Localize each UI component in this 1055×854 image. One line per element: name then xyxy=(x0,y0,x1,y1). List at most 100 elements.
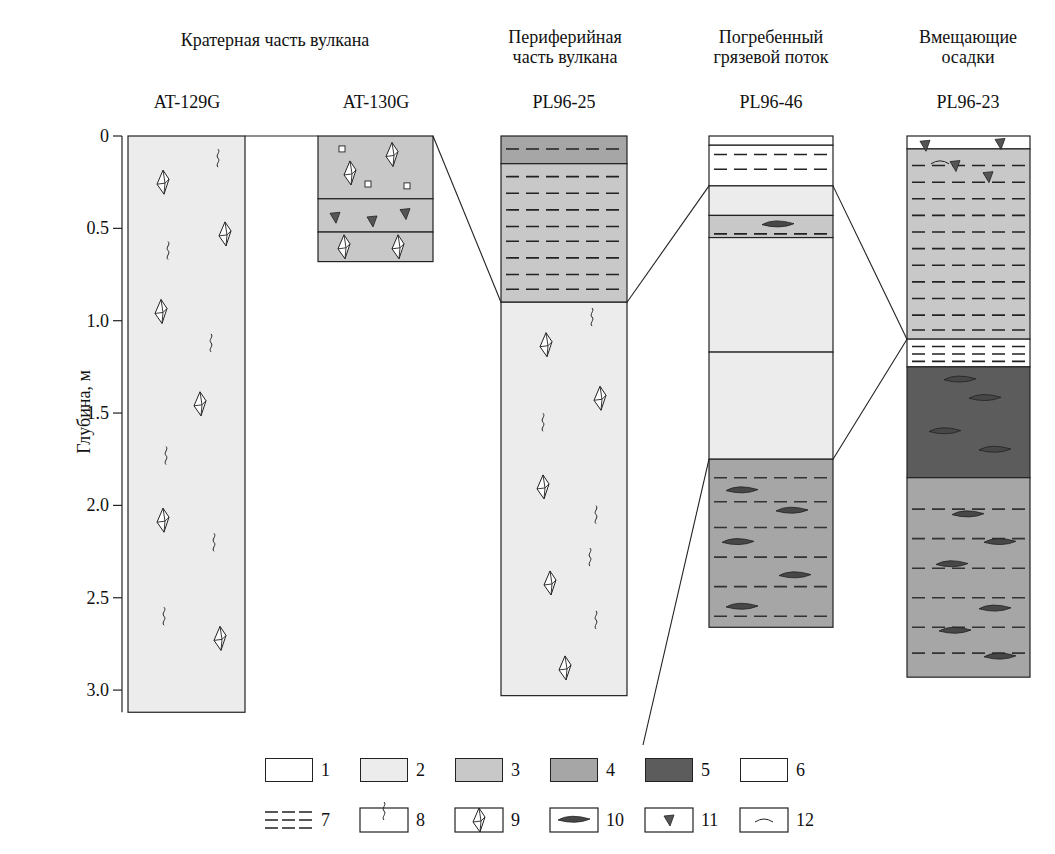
core-id: AT-130G xyxy=(343,92,409,112)
crystal-symbol xyxy=(398,235,400,259)
legend-number: 3 xyxy=(511,760,520,780)
square-symbol xyxy=(339,146,345,152)
crystal-symbol xyxy=(344,161,356,185)
fragment-symbol xyxy=(330,212,340,223)
crystal-symbol xyxy=(214,626,226,650)
legend-symbol xyxy=(740,808,788,832)
dash-line xyxy=(506,176,622,178)
legend-symbol xyxy=(265,811,313,813)
crystal-symbol xyxy=(479,808,481,832)
lens-symbol xyxy=(984,539,1016,545)
legend-number: 5 xyxy=(701,760,710,780)
lens-symbol xyxy=(558,816,590,822)
fragment-symbol xyxy=(950,161,960,172)
crystal-symbol xyxy=(392,244,404,249)
crystal-symbol xyxy=(155,299,167,323)
crystal-symbol xyxy=(344,170,356,175)
dash-line xyxy=(912,248,1025,250)
column-heading: Периферийная часть вулкана xyxy=(490,27,640,67)
crystal-symbol xyxy=(594,395,606,400)
layer-band xyxy=(709,352,833,459)
dash-line xyxy=(506,289,622,291)
square-symbol xyxy=(404,183,410,189)
layer-band xyxy=(318,199,433,232)
axis-tick xyxy=(113,505,122,506)
legend-swatch xyxy=(360,758,408,782)
lens-symbol xyxy=(952,511,984,517)
layer-band xyxy=(907,478,1030,677)
dash-line xyxy=(714,477,828,479)
legend-number: 7 xyxy=(321,810,330,830)
legend-swatch xyxy=(455,758,503,782)
layer-band xyxy=(318,136,433,199)
legend-number: 9 xyxy=(511,810,520,830)
dash-line xyxy=(912,353,1025,355)
dash-line xyxy=(506,240,622,242)
arc-symbol xyxy=(755,819,773,822)
legend-number: 6 xyxy=(796,760,805,780)
dash-line xyxy=(714,527,828,529)
layer-band xyxy=(709,238,833,353)
lens-symbol xyxy=(722,539,754,545)
dash-line xyxy=(912,314,1025,316)
dash-line xyxy=(506,192,622,194)
lens-symbol xyxy=(979,446,1011,452)
axis-tick xyxy=(113,597,122,598)
crystal-symbol xyxy=(544,580,556,585)
tick-label: 2.0 xyxy=(87,495,110,515)
lens-symbol xyxy=(776,507,808,513)
layer-band xyxy=(907,149,1030,339)
dash-line xyxy=(714,615,828,617)
layer-band xyxy=(501,136,627,164)
crystal-symbol xyxy=(594,386,606,410)
square-symbol xyxy=(365,181,371,187)
lens-symbol xyxy=(939,627,971,633)
dash-line xyxy=(912,264,1025,266)
crystal-symbol xyxy=(392,235,404,259)
crystal-symbol xyxy=(559,665,571,670)
layer-band xyxy=(907,367,1030,478)
legend-number: 1 xyxy=(321,760,330,780)
wavy-symbol xyxy=(542,413,544,431)
lens-symbol xyxy=(929,428,961,434)
dash-line xyxy=(912,231,1025,233)
correlation-line xyxy=(245,135,318,136)
legend-number: 11 xyxy=(701,810,718,830)
dash-line xyxy=(714,586,828,588)
wavy-symbol xyxy=(595,506,597,524)
lens-symbol xyxy=(726,487,758,493)
legend-swatch xyxy=(265,758,313,782)
wavy-symbol xyxy=(383,802,385,820)
crystal-symbol xyxy=(225,222,227,246)
lens-symbol xyxy=(984,653,1016,659)
legend-swatch xyxy=(645,758,693,782)
axis-tick xyxy=(113,228,122,229)
lens-symbol xyxy=(969,395,1001,401)
crystal-symbol xyxy=(344,235,346,259)
wavy-symbol xyxy=(217,149,219,167)
legend-swatch xyxy=(550,758,598,782)
crystal-symbol xyxy=(544,571,556,595)
crystal-symbol xyxy=(220,626,222,650)
wavy-symbol xyxy=(591,308,593,326)
layer-band xyxy=(318,232,433,262)
crystal-symbol xyxy=(550,571,552,595)
dash-line xyxy=(912,346,1025,348)
crystal-symbol xyxy=(546,333,548,357)
crystal-symbol xyxy=(473,808,485,832)
axis-tick xyxy=(113,689,122,690)
dash-line xyxy=(912,215,1025,217)
dash-line xyxy=(714,233,828,235)
fragment-symbol xyxy=(995,138,1005,149)
dash-line xyxy=(912,508,1025,510)
crystal-symbol xyxy=(565,656,567,680)
dash-line xyxy=(714,168,828,170)
legend-number: 2 xyxy=(416,760,425,780)
correlation-line xyxy=(643,459,709,745)
dash-line xyxy=(912,281,1025,283)
wavy-symbol xyxy=(595,611,597,629)
column-group-heading: Кратерная часть вулкана xyxy=(181,30,370,50)
dash-line xyxy=(506,148,622,150)
dash-line xyxy=(714,556,828,558)
layer-band xyxy=(709,215,833,237)
